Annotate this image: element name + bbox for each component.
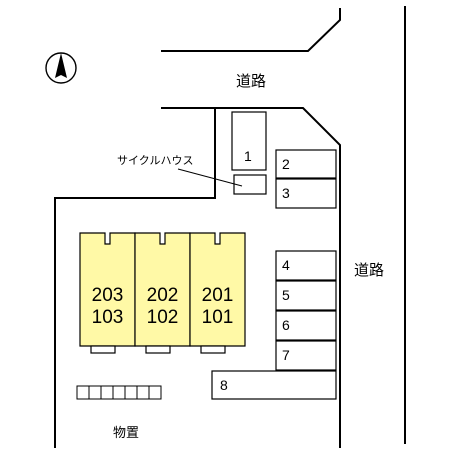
parking-space-number: 3 (282, 185, 290, 201)
parking-space-7 (275, 340, 337, 371)
unit-entrance-step (90, 345, 116, 354)
storage-shed (76, 385, 162, 400)
parking-space-5 (275, 280, 337, 311)
parking-space-number: 6 (282, 317, 290, 333)
parking-space-number: 7 (282, 347, 290, 363)
storage-compartment (112, 385, 126, 400)
unit-entrance-step (145, 345, 171, 354)
parking-space-3 (275, 178, 337, 209)
parking-space-number: 5 (282, 287, 290, 303)
parking-space-8 (211, 370, 337, 400)
parking-space-1 (231, 111, 267, 171)
parking-space-number: 2 (282, 156, 290, 172)
storage-label: 物置 (113, 426, 139, 441)
parking-space-4 (275, 250, 337, 281)
parking-space-number: 4 (282, 257, 290, 273)
north-arrow-icon (45, 52, 77, 84)
storage-compartment (124, 385, 138, 400)
unit-entrance-step (200, 345, 226, 354)
unit-number-upper: 203 (92, 285, 124, 306)
road-lines (161, 6, 406, 444)
cycle-house-leader (177, 168, 243, 187)
unit-number-upper: 201 (202, 285, 234, 306)
storage-compartment (76, 385, 90, 400)
unit-number-upper: 202 (147, 285, 179, 306)
road-label-right: 道路 (354, 261, 384, 279)
parking-space-number: 8 (220, 377, 228, 393)
unit-number-lower: 102 (147, 307, 179, 328)
storage-compartment (148, 385, 162, 400)
storage-compartment (100, 385, 114, 400)
site-boundary (54, 107, 341, 448)
cycle-house-label: サイクルハウス (117, 154, 193, 167)
parking-space-6 (275, 310, 337, 341)
road-label-top: 道路 (236, 72, 266, 90)
parking-space-2 (275, 149, 337, 179)
unit-number-lower: 103 (92, 307, 124, 328)
road-top-edge (161, 8, 341, 52)
unit-number-lower: 101 (202, 307, 234, 328)
cycle-house (233, 174, 267, 195)
parking-spaces: 1 2 3 4 5 6 7 8 (211, 111, 337, 400)
storage-compartment (88, 385, 102, 400)
storage-compartment (136, 385, 150, 400)
parking-space-number: 1 (244, 148, 252, 164)
